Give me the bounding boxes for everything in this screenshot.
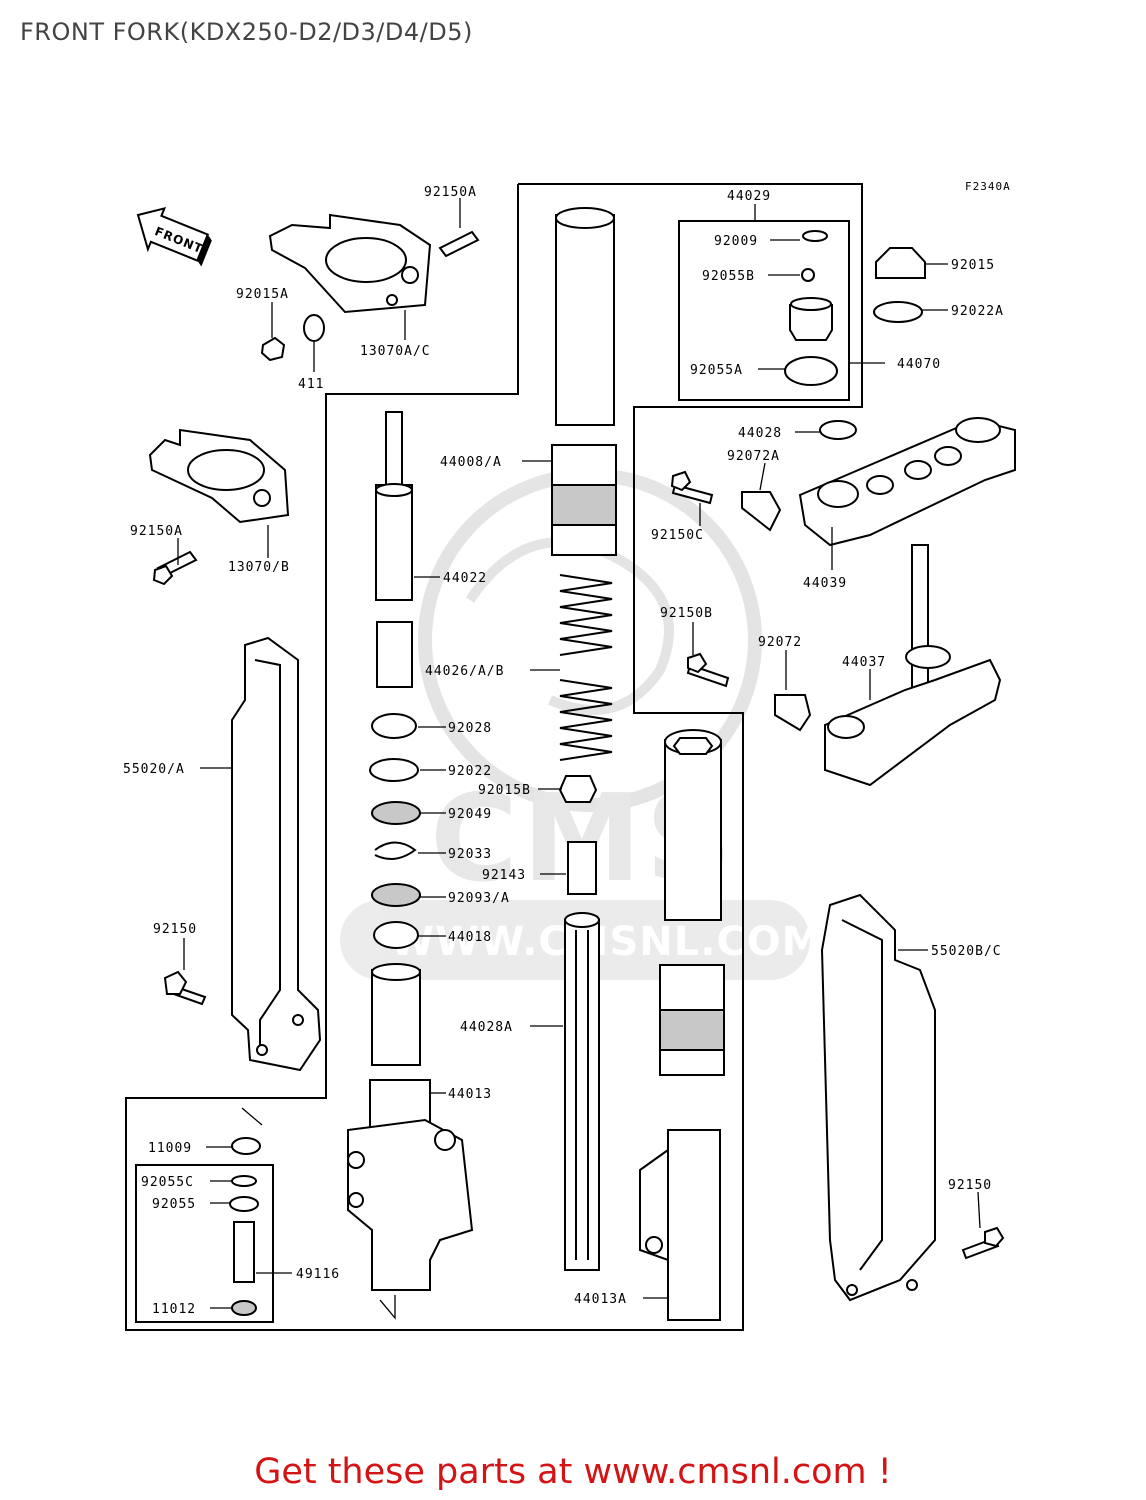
part-label-55020BC: 55020B/C xyxy=(931,944,1002,959)
part-label-92072A: 92072A xyxy=(727,449,780,464)
leader-lines xyxy=(177,198,981,1320)
part-label-44028A: 44028A xyxy=(460,1020,513,1035)
fork-guard-left xyxy=(163,636,322,1072)
part-label-92150B: 92150B xyxy=(660,606,713,621)
part-label-92055A: 92055A xyxy=(690,363,743,378)
upper-triple-clamp xyxy=(670,417,1016,547)
part-label-11012: 11012 xyxy=(152,1302,196,1317)
part-label-13070AC: 13070A/C xyxy=(360,344,431,359)
part-label-92093A: 92093/A xyxy=(448,891,510,906)
handlebar-clamp-upper xyxy=(260,213,480,362)
page-title: FRONT FORK(KDX250-D2/D3/D4/D5) xyxy=(20,18,473,46)
part-label-44022: 44022 xyxy=(443,571,487,586)
part-label-44008A: 44008/A xyxy=(440,455,502,470)
part-label-44018: 44018 xyxy=(448,930,492,945)
part-label-92150A-mid: 92150A xyxy=(130,524,183,539)
part-label-92055: 92055 xyxy=(152,1197,196,1212)
handlebar-clamp-lower xyxy=(148,428,290,586)
part-label-92055B: 92055B xyxy=(702,269,755,284)
fork-guard-right xyxy=(820,893,1005,1302)
top-nut-washer xyxy=(819,247,926,440)
exploded-parts-diagram: CMS WWW.CMSNL.COM F2340A FRONT xyxy=(123,180,1016,1331)
part-label-92150-right: 92150 xyxy=(948,1178,992,1193)
part-label-92028: 92028 xyxy=(448,721,492,736)
part-label-92150A-top: 92150A xyxy=(424,185,477,200)
part-label-44037: 44037 xyxy=(842,655,886,670)
figure-ref-code: F2340A xyxy=(965,180,1011,193)
fork-tube-right xyxy=(639,729,725,1321)
part-label-411: 411 xyxy=(298,377,324,392)
part-label-55020A: 55020/A xyxy=(123,762,185,777)
part-label-92143: 92143 xyxy=(482,868,526,883)
part-label-44028: 44028 xyxy=(738,426,782,441)
part-label-49116: 49116 xyxy=(296,1267,340,1282)
part-label-92015B: 92015B xyxy=(478,783,531,798)
part-label-92015: 92015 xyxy=(951,258,995,273)
inner-tube-upper xyxy=(551,207,617,556)
part-label-44013A: 44013A xyxy=(574,1292,627,1307)
part-label-44070: 44070 xyxy=(897,357,941,372)
part-label-92009: 92009 xyxy=(714,234,758,249)
assembly-box-44029 xyxy=(678,220,850,401)
part-label-92072: 92072 xyxy=(758,635,802,650)
part-label-92150C: 92150C xyxy=(651,528,704,543)
part-label-92015A: 92015A xyxy=(236,287,289,302)
damper-cartridge xyxy=(564,912,600,1271)
part-label-92049: 92049 xyxy=(448,807,492,822)
part-label-11009: 11009 xyxy=(148,1141,192,1156)
assembly-outline-fork xyxy=(125,183,863,1331)
footer-cta-link[interactable]: Get these parts at www.cmsnl.com ! xyxy=(254,1452,892,1492)
damper-rod-assembly xyxy=(369,411,421,1066)
part-label-92033: 92033 xyxy=(448,847,492,862)
part-label-44013: 44013 xyxy=(448,1087,492,1102)
part-label-92055C: 92055C xyxy=(141,1175,194,1190)
part-label-13070B: 13070/B xyxy=(228,560,290,575)
valve-small-parts xyxy=(229,1137,261,1316)
part-label-92150-left: 92150 xyxy=(153,922,197,937)
part-label-44026AB: 44026/A/B xyxy=(425,664,504,679)
assembly-box-49116 xyxy=(135,1164,274,1323)
part-label-92022A: 92022A xyxy=(951,304,1004,319)
front-arrow-icon: FRONT xyxy=(136,206,212,267)
outer-tube-left xyxy=(347,1079,474,1291)
watermark-url: WWW.CMSNL.COM xyxy=(390,919,823,965)
part-label-92022: 92022 xyxy=(448,764,492,779)
steering-stem xyxy=(686,544,1002,787)
fork-springs xyxy=(558,574,613,895)
part-number-labels: 92150A 92015A 13070A/C 411 92150A 13070/… xyxy=(123,185,1004,1317)
fork-cap-parts xyxy=(784,230,838,386)
part-label-44039: 44039 xyxy=(803,576,847,591)
part-label-44029: 44029 xyxy=(727,189,771,204)
